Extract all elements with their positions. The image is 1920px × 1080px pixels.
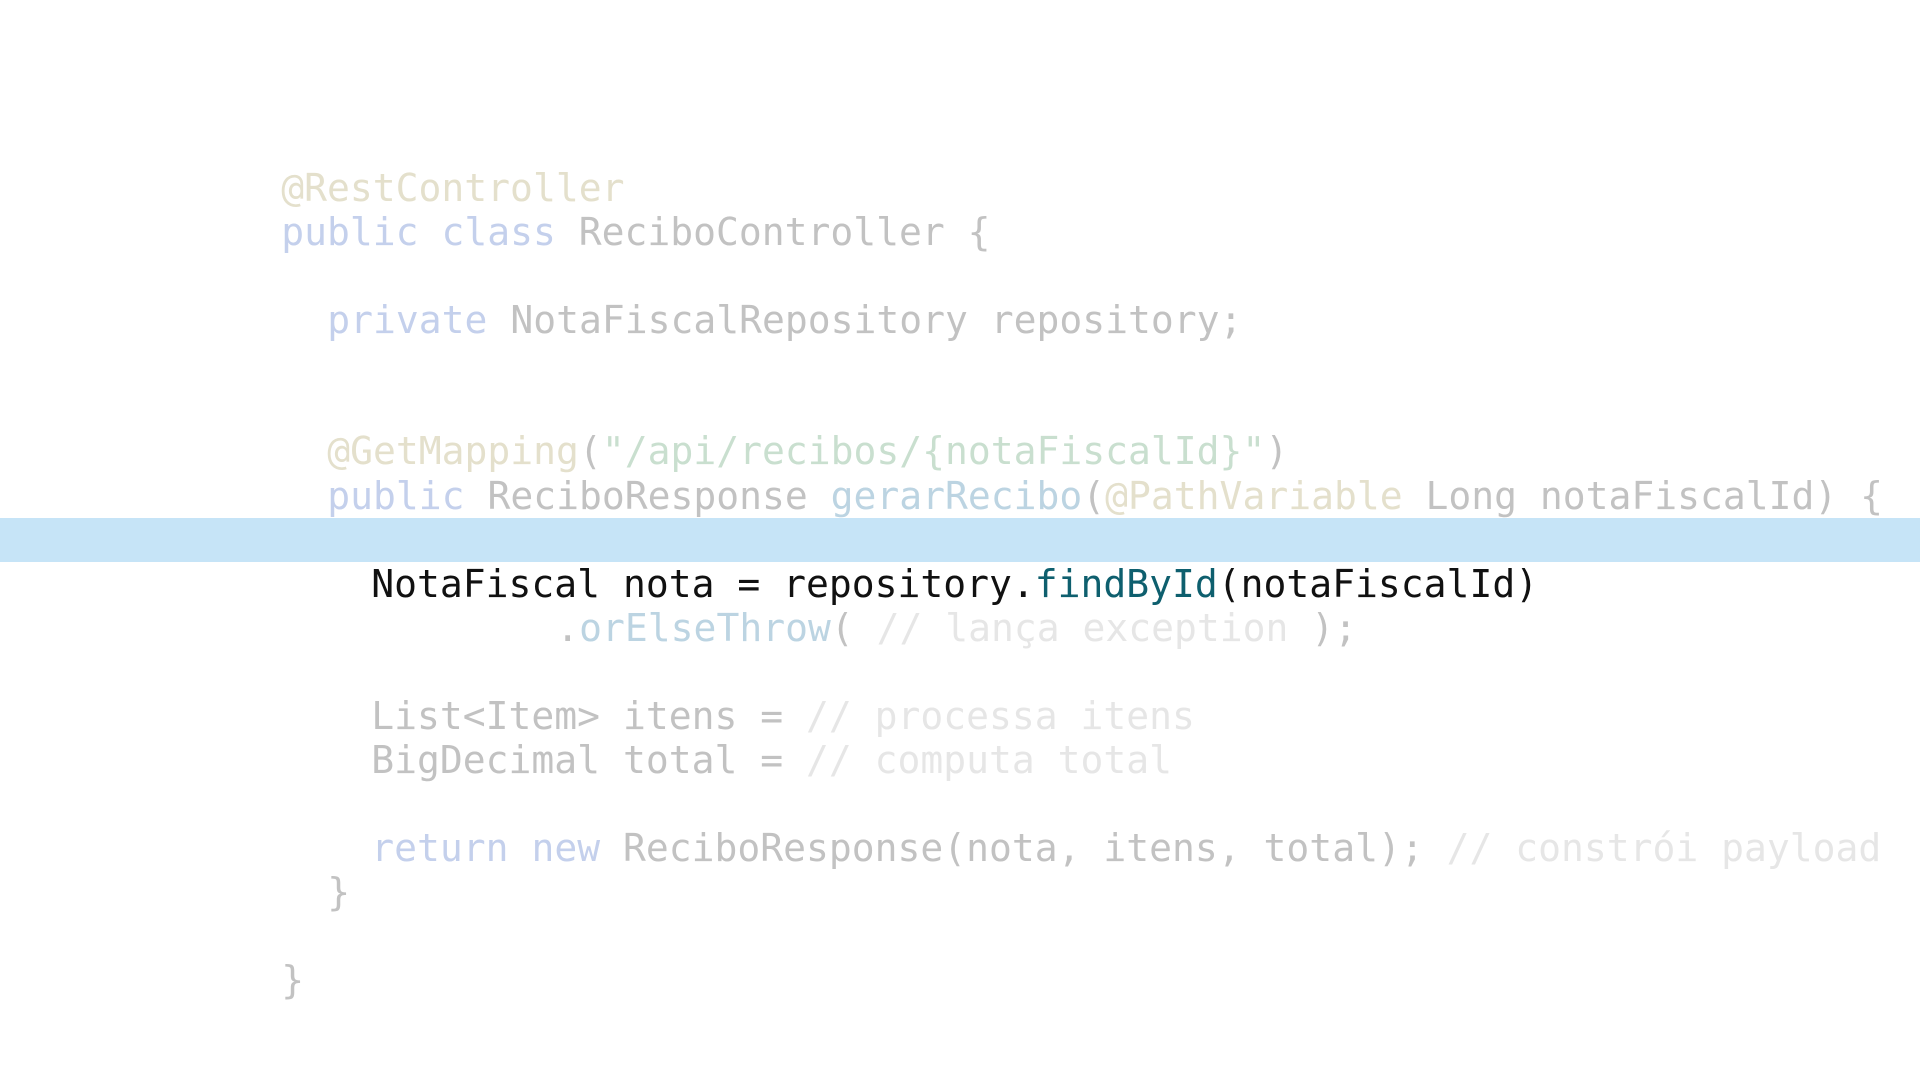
paren-open: (	[1082, 474, 1106, 518]
keyword-class: class	[441, 210, 556, 254]
field-declaration: NotaFiscalRepository repository;	[487, 298, 1243, 342]
paren-close: );	[1288, 606, 1358, 650]
call-arguments: (notaFiscalId)	[1217, 562, 1539, 606]
annotation-rest-controller: @RestController	[281, 166, 625, 210]
annotation-path-variable: @PathVariable	[1105, 474, 1403, 518]
space	[419, 210, 442, 254]
code-line-get-mapping: @GetMapping("/api/recibos/{notaFiscalId}…	[0, 385, 1920, 473]
code-line-method-close: }	[0, 826, 1920, 914]
brace-close: }	[327, 870, 351, 914]
code-line-itens: List<Item> itens = // processa itens	[0, 650, 1920, 738]
comment: // lança exception	[876, 606, 1289, 650]
code-line-field: private NotaFiscalRepository repository;	[0, 254, 1920, 342]
code-line-or-else-throw: .orElseThrow( // lança exception );	[0, 562, 1920, 650]
keyword-public: public	[281, 210, 419, 254]
keyword-new: new	[531, 826, 601, 870]
method-name: gerarRecibo	[830, 474, 1083, 518]
annotation-get-mapping: @GetMapping	[327, 429, 579, 473]
code-line-highlighted: NotaFiscal nota = repository.findById(no…	[0, 518, 1920, 606]
return-type: ReciboResponse	[464, 474, 831, 518]
parameter-list: Long notaFiscalId) {	[1402, 474, 1884, 518]
constructor-call: ReciboResponse(nota, itens, total);	[600, 826, 1447, 870]
brace-close: }	[281, 958, 305, 1002]
comment: // constrói payload	[1446, 826, 1882, 870]
paren-open: (	[578, 429, 602, 473]
statement-total: BigDecimal total =	[371, 738, 806, 782]
code-line-class-declaration: public class ReciboController {	[0, 166, 1920, 254]
code-line-method-signature: public ReciboResponse gerarRecibo(@PathV…	[0, 430, 1920, 518]
keyword-public: public	[327, 474, 465, 518]
code-line-class-close: }	[0, 914, 1920, 1002]
statement-itens: List<Item> itens =	[371, 694, 806, 738]
statement-assignment: NotaFiscal nota = repository.	[371, 562, 1035, 606]
code-line-total: BigDecimal total = // computa total	[0, 694, 1920, 782]
route-string: "/api/recibos/{notaFiscalId}"	[601, 429, 1266, 473]
code-line-return: return new ReciboResponse(nota, itens, t…	[0, 782, 1920, 870]
keyword-return: return	[371, 826, 509, 870]
comment: // computa total	[805, 738, 1173, 782]
code-line-annotation: @RestController	[0, 122, 1920, 210]
dot: .	[556, 606, 580, 650]
keyword-private: private	[327, 298, 488, 342]
paren-open: (	[830, 606, 877, 650]
class-name: ReciboController {	[555, 210, 991, 254]
method-or-else-throw: orElseThrow	[579, 606, 831, 650]
paren-close: )	[1265, 429, 1289, 473]
method-find-by-id: findById	[1034, 562, 1218, 606]
comment: // processa itens	[805, 694, 1195, 738]
